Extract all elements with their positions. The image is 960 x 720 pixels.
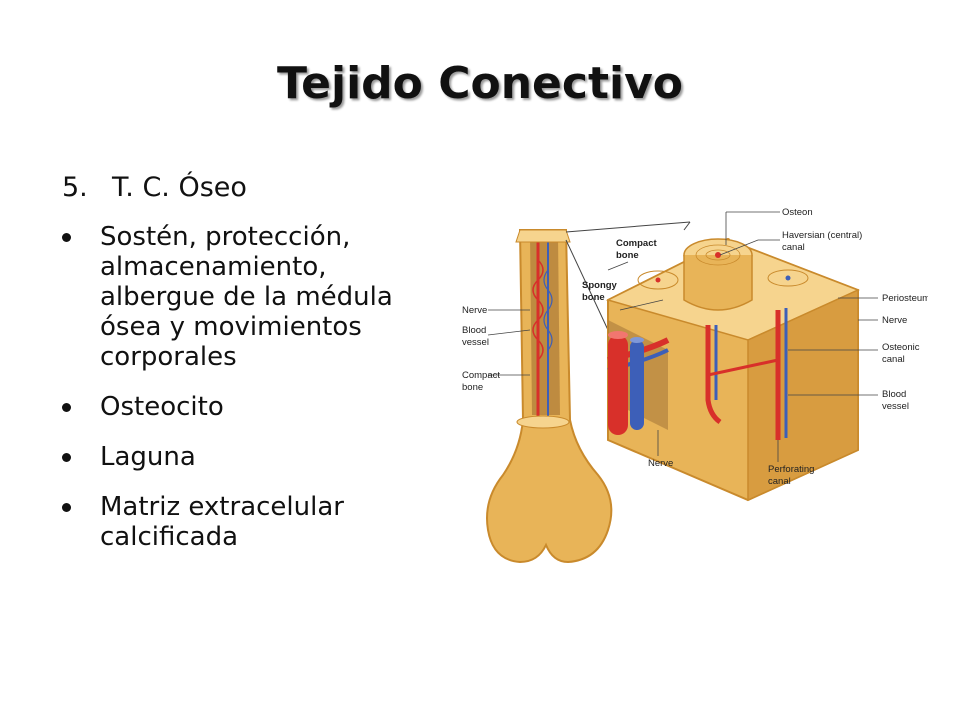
item-number: 5. bbox=[62, 172, 88, 203]
label-blood-vessel-right-2: vessel bbox=[882, 401, 909, 412]
label-osteonic-canal-1: Osteonic bbox=[882, 342, 920, 353]
label-blood-vessel-left-2: vessel bbox=[462, 337, 489, 348]
item-text: T. C. Óseo bbox=[112, 172, 247, 203]
bullet-text: Laguna bbox=[100, 442, 196, 472]
bullet-dot bbox=[62, 503, 71, 512]
bullet-item: Sostén, protección, almacenamiento, albe… bbox=[60, 222, 440, 372]
label-compact-bone-2: bone bbox=[616, 250, 639, 261]
label-periosteum: Periosteum bbox=[882, 293, 928, 304]
label-nerve-left: Nerve bbox=[462, 305, 487, 316]
label-haversian-2: canal bbox=[782, 242, 805, 253]
label-perforating-canal-2: canal bbox=[768, 476, 791, 487]
slide-title: Tejido Conectivo bbox=[276, 58, 683, 109]
label-compact-bone-1: Compact bbox=[616, 238, 657, 249]
label-spongy-bone-1: Spongy bbox=[582, 280, 618, 291]
label-osteon: Osteon bbox=[782, 207, 813, 218]
label-compact-bone-left-1: Compact bbox=[462, 370, 500, 381]
long-bone bbox=[486, 229, 613, 564]
bullet-item: Osteocito bbox=[60, 392, 440, 422]
zoom-lines bbox=[565, 221, 691, 331]
label-osteonic-canal-2: canal bbox=[882, 354, 905, 365]
bullet-dot bbox=[62, 453, 71, 462]
label-blood-vessel-right-1: Blood bbox=[882, 389, 906, 400]
label-nerve-right: Nerve bbox=[882, 315, 907, 326]
label-nerve-bottom: Nerve bbox=[648, 458, 673, 469]
bone-block bbox=[605, 238, 860, 502]
label-haversian-1: Haversian (central) bbox=[782, 230, 862, 241]
bullet-item: Matriz extracelular calcificada bbox=[60, 492, 440, 552]
label-blood-vessel-left-1: Blood bbox=[462, 325, 486, 336]
callout-lines bbox=[487, 211, 878, 462]
bullet-list: Sostén, protección, almacenamiento, albe… bbox=[60, 222, 440, 572]
label-spongy-bone-2: bone bbox=[582, 292, 605, 303]
bullet-dot bbox=[62, 403, 71, 412]
label-compact-bone-left-2: bone bbox=[462, 382, 483, 393]
bullet-text: Osteocito bbox=[100, 392, 224, 422]
label-perforating-canal-1: Perforating bbox=[768, 464, 814, 475]
numbered-heading: 5. T. C. Óseo bbox=[62, 172, 247, 203]
bullet-dot bbox=[62, 233, 71, 242]
bone-structure-diagram: Osteon Haversian (central) canal Compact… bbox=[462, 207, 928, 564]
bullet-text: Matriz extracelular calcificada bbox=[100, 492, 344, 552]
bullet-item: Laguna bbox=[60, 442, 440, 472]
bullet-text: Sostén, protección, almacenamiento, albe… bbox=[100, 222, 393, 372]
